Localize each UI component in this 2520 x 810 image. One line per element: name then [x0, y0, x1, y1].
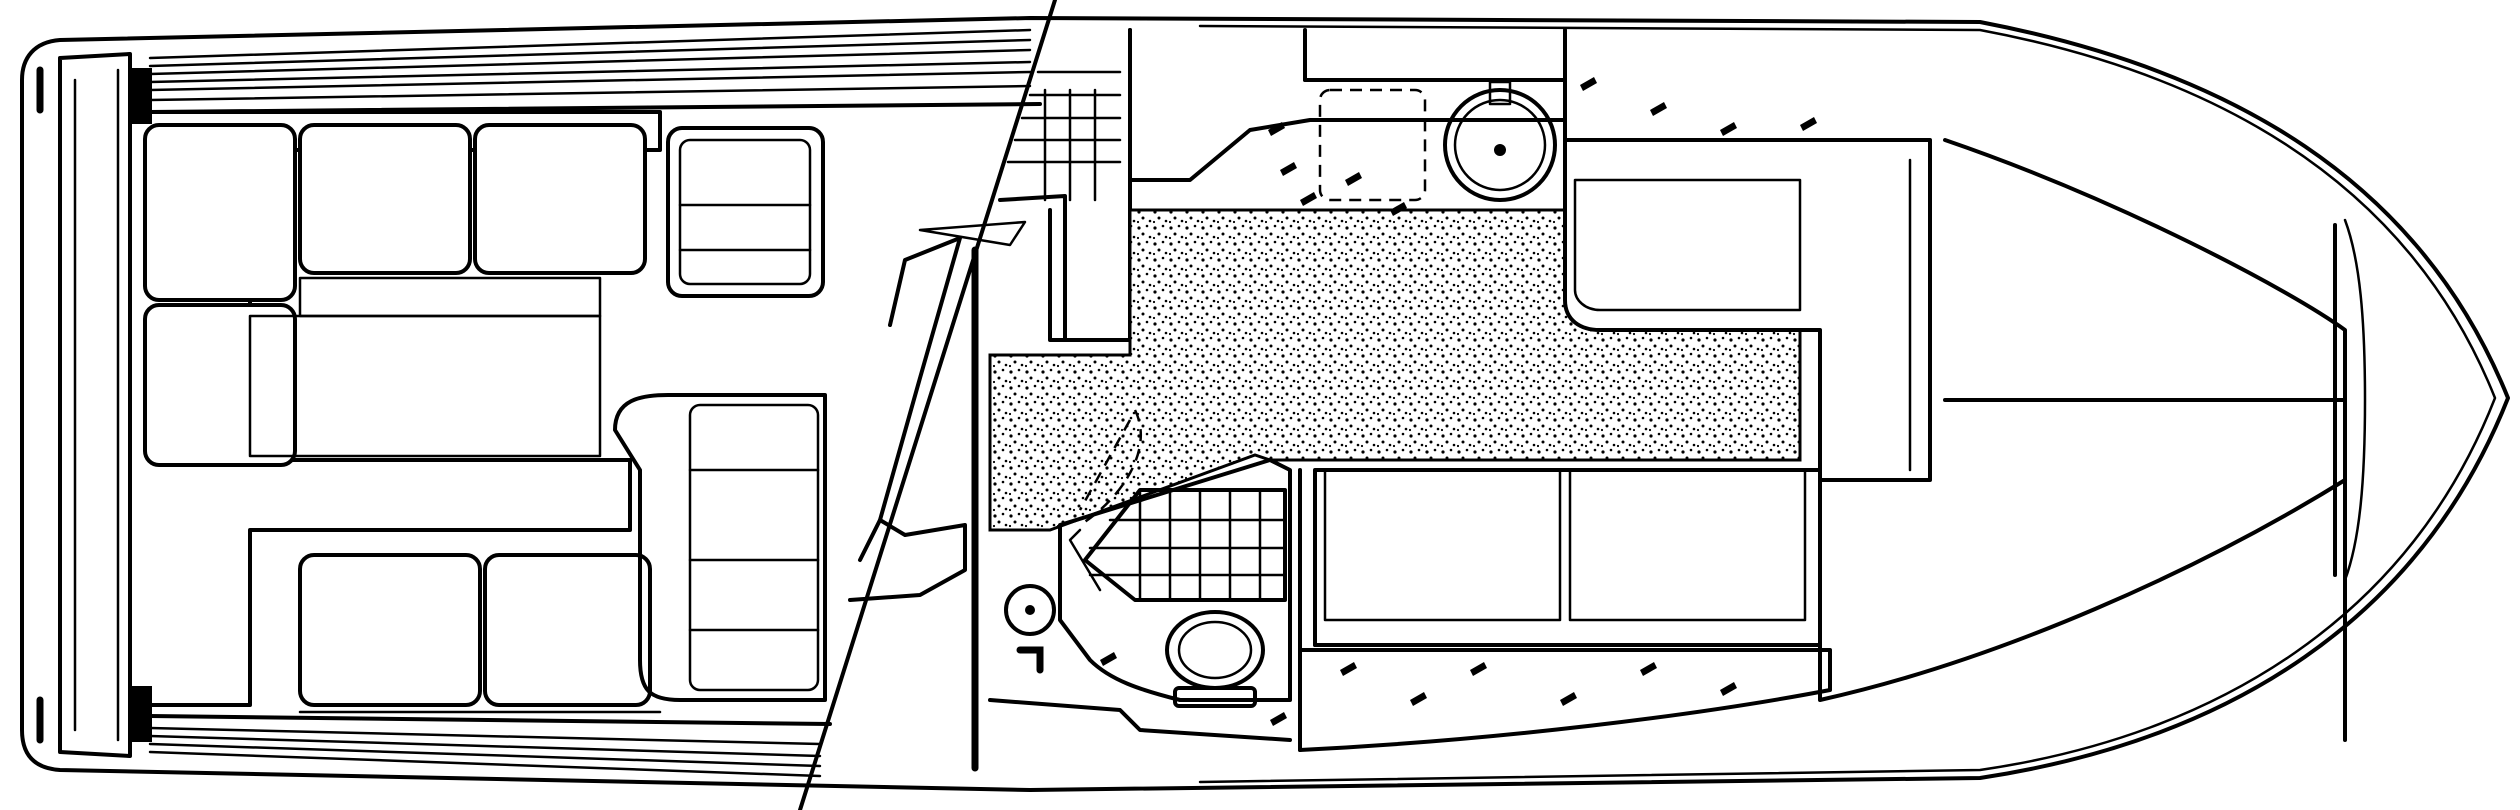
grid-icon [1083, 488, 1287, 602]
helm-seat-bottom [613, 393, 827, 702]
upper-settee [1563, 138, 1932, 482]
transom [36, 52, 152, 758]
head-compartment [988, 458, 1302, 752]
hull-outline [20, 16, 2510, 792]
aft-bench [128, 110, 662, 707]
toilet-icon [1165, 610, 1265, 708]
cabin-area [971, 28, 2367, 772]
gunwale-top [148, 28, 1042, 114]
counter-hatch-top [1268, 77, 1817, 216]
galley-counter [1128, 28, 1567, 212]
head-sink [1004, 584, 1056, 674]
lower-bench [298, 553, 662, 714]
v-berth [1818, 138, 2367, 742]
round-sink-icon [1443, 80, 1557, 202]
cabin-floor [988, 208, 1802, 532]
dinette [1313, 468, 1822, 647]
windshield-line [798, 0, 1122, 810]
cockpit-area [36, 28, 1042, 778]
counter-hatch-bottom [1298, 648, 1832, 752]
helm-console [848, 220, 1027, 602]
gunwale-bottom [148, 714, 832, 778]
helm-seat-top [666, 126, 825, 298]
